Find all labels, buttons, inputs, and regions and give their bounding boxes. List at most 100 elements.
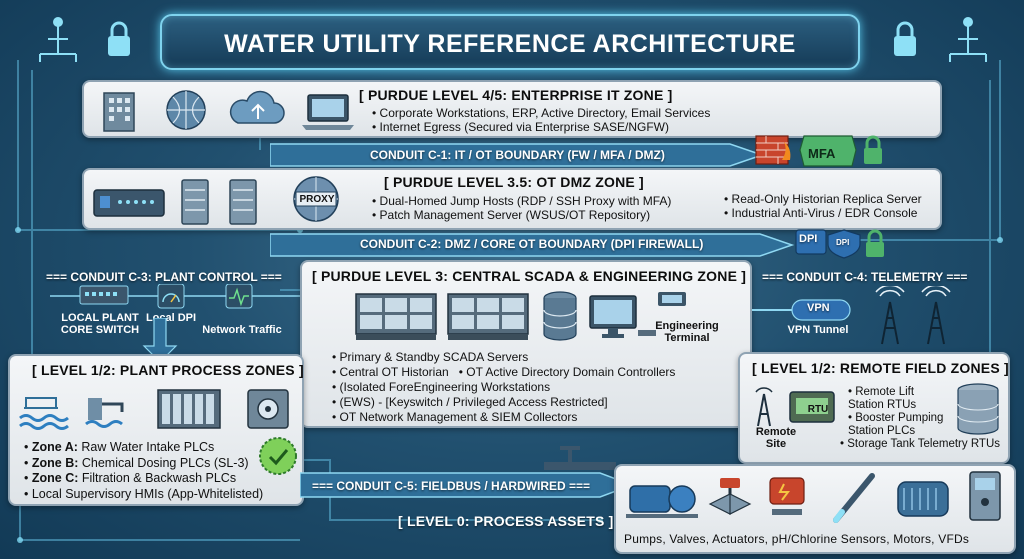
lock-icon (864, 135, 882, 164)
zone-remote-list: Remote Lift Station RTUs Booster Pumping… (847, 386, 1000, 451)
zone-process-assets: Pumps, Valves, Actuators, pH/Chlorine Se… (614, 464, 1016, 554)
database-icon (543, 291, 577, 341)
zone-remote-title: [ LEVEL 1/2: REMOTE FIELD ZONES ] (752, 360, 1009, 376)
corner-network-lock-icon-right (894, 17, 987, 62)
corner-network-lock-icon-left (39, 17, 130, 62)
zone-central-scada: [ PURDUE LEVEL 3: CENTRAL SCADA & ENGINE… (300, 260, 752, 428)
traffic-monitor-icon (225, 284, 253, 309)
list-item: Read-Only Historian Replica Server (724, 192, 922, 206)
list-item: Booster Pumping Station PLCs (848, 412, 1000, 438)
app-allowlisted-stamp-icon (259, 437, 297, 475)
conduit-c3-label: === CONDUIT C-3: PLANT CONTROL === (46, 270, 282, 284)
server-icon (181, 179, 209, 225)
chemical-dosing-icon (85, 398, 124, 428)
c1-security-icons (755, 135, 882, 167)
motor-icon (897, 481, 949, 517)
process-asset-icons (626, 471, 1001, 523)
laptop-icon (302, 94, 354, 130)
zone-enterprise-title: [ PURDUE LEVEL 4/5: ENTERPRISE IT ZONE ] (359, 87, 673, 103)
pipe-valve-icon (544, 446, 616, 470)
water-intake-icon (19, 397, 69, 430)
vpn-tunnel-label: VPN Tunnel (787, 324, 849, 336)
list-item: Local Supervisory HMIs (App-Whitelisted) (24, 487, 263, 503)
list-item: Zone A: Raw Water Intake PLCs (24, 440, 263, 456)
valve-icon (708, 478, 752, 515)
proxy-globe-icon (293, 176, 339, 222)
list-item: (EWS) - [Keyswitch / Privileged Access R… (332, 395, 675, 410)
proxy-label: PROXY (299, 194, 335, 205)
conduit-c1-arrow (270, 143, 765, 167)
page-title: WATER UTILITY REFERENCE ARCHITECTURE (224, 30, 796, 58)
zone-enterprise-it: [ PURDUE LEVEL 4/5: ENTERPRISE IT ZONE ]… (82, 80, 942, 138)
list-item: Zone C: Filtration & Backwash PLCs (24, 471, 263, 487)
safe-hmi-icon (247, 389, 289, 429)
list-item: OT Network Management & SIEM Collectors (332, 410, 675, 425)
c2-dpi-icons (795, 229, 884, 259)
list-item: Zone B: Chemical Dosing PLCs (SL-3) (24, 456, 263, 472)
vfd-icon (969, 471, 1001, 521)
dmz-icons (93, 176, 339, 225)
plc-rack-icon (157, 389, 221, 429)
remote-site-label: Remote Site (755, 426, 797, 450)
zone-dmz-list-left: Dual-Homed Jump Hosts (RDP / SSH Proxy w… (372, 194, 672, 222)
list-item: Central OT Historian • OT Active Directo… (332, 365, 676, 380)
core-switch-label: LOCAL PLANT CORE SWITCH (60, 312, 140, 336)
list-item: Internet Egress (Secured via Enterprise … (372, 120, 710, 134)
conduit-c5-label: === CONDUIT C-5: FIELDBUS / HARDWIRED ==… (312, 479, 591, 493)
zone-ot-dmz: PROXY [ PURDUE LEVEL 3.5: OT DMZ ZONE ] … (82, 168, 942, 230)
conduit-c1-label: CONDUIT C-1: IT / OT BOUNDARY (FW / MFA … (370, 148, 665, 162)
zone-scada-title: [ PURDUE LEVEL 3: CENTRAL SCADA & ENGINE… (312, 268, 747, 284)
radio-tower-icon (875, 286, 905, 345)
scada-icons (355, 291, 686, 341)
list-item: Corporate Workstations, ERP, Active Dire… (372, 106, 711, 120)
conduit-c2-label: CONDUIT C-2: DMZ / CORE OT BOUNDARY (DPI… (360, 237, 704, 251)
pump-icon (626, 485, 698, 518)
plant-icons (19, 389, 289, 430)
title-banner: WATER UTILITY REFERENCE ARCHITECTURE (160, 14, 860, 70)
monitor-icon (589, 295, 656, 338)
server-icon-2 (229, 179, 257, 225)
zone-scada-list: Primary & Standby SCADA Servers Central … (332, 350, 676, 425)
process-assets-caption: Pumps, Valves, Actuators, pH/Chlorine Se… (624, 532, 970, 546)
list-item: Dual-Homed Jump Hosts (RDP / SSH Proxy w… (372, 194, 672, 208)
list-item: Primary & Standby SCADA Servers (332, 350, 675, 365)
dpi-badge-label-2: DPI (836, 238, 850, 247)
radio-tower-icon-2 (921, 286, 951, 345)
mfa-badge-icon (799, 135, 857, 167)
building-icon (103, 92, 135, 132)
zone-dmz-list-right: Read-Only Historian Replica Server Indus… (724, 192, 922, 220)
conduit-c4-label: === CONDUIT C-4: TELEMETRY === (762, 270, 968, 284)
zone-plant-title: [ LEVEL 1/2: PLANT PROCESS ZONES ] (32, 362, 304, 378)
firewall-appliance-icon (93, 189, 165, 217)
dpi-badge-label-1: DPI (799, 233, 818, 245)
rtu-label: RTU (807, 404, 829, 415)
dpi-gauge-icon (157, 284, 185, 309)
engineering-terminal-icon (658, 292, 686, 306)
zone-plant-process: [ LEVEL 1/2: PLANT PROCESS ZONES ] Zone … (8, 354, 304, 506)
rtu-device-icon (789, 391, 835, 423)
core-switch-icon (79, 285, 129, 305)
network-traffic-label: Network Traffic (202, 324, 282, 336)
firewall-icon (755, 135, 791, 165)
vpn-badge-label: VPN (807, 302, 830, 314)
list-item: Storage Tank Telemetry RTUs (840, 438, 1000, 451)
zone-enterprise-list: Corporate Workstations, ERP, Active Dire… (372, 106, 711, 134)
conduit-c2-arrow (270, 233, 795, 257)
globe-icon (166, 90, 206, 130)
zone-dmz-title: [ PURDUE LEVEL 3.5: OT DMZ ZONE ] (384, 174, 644, 190)
level0-title: [ LEVEL 0: PROCESS ASSETS ] (398, 513, 614, 529)
ph-sensor-icon (833, 473, 875, 523)
engineering-terminal-label: Engineering Terminal (655, 320, 719, 344)
list-item: Industrial Anti-Virus / EDR Console (724, 206, 922, 220)
c4-telemetry-icons (752, 286, 951, 345)
actuator-icon (769, 477, 805, 515)
list-item: Patch Management Server (WSUS/OT Reposit… (372, 208, 671, 222)
zone-plant-list: Zone A: Raw Water Intake PLCs Zone B: Ch… (24, 440, 263, 502)
c3-device-icons (50, 284, 310, 309)
scada-rack-icon-2 (447, 293, 529, 340)
scada-rack-icon (355, 293, 437, 340)
remote-site-tower-icon (755, 387, 773, 427)
vpn-tunnel-icon (791, 299, 851, 321)
zone-remote-field: [ LEVEL 1/2: REMOTE FIELD ZONES ] Remote… (738, 352, 1010, 464)
mfa-badge-label: MFA (808, 146, 836, 161)
